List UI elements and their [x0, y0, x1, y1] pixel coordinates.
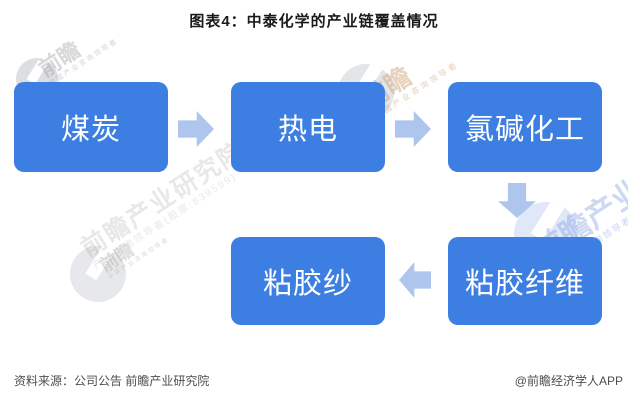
watermark-tagline-text: 中国产业咨询领导者	[107, 236, 171, 282]
watermark-logo-icon	[70, 246, 126, 302]
watermark-brand-text: 前瞻	[96, 239, 138, 277]
arrow-right-icon	[178, 111, 214, 147]
watermark-brand: 前瞻 中国产业咨询领导者	[96, 221, 172, 282]
flow-node-viscose-fiber: 粘胶纤维	[448, 237, 602, 325]
flow-node-thermal-power: 热电	[231, 82, 385, 172]
flow-node-coal: 煤炭	[14, 82, 168, 172]
arrow-right-icon	[395, 111, 431, 147]
flow-node-chlor-alkali: 氯碱化工	[448, 82, 602, 172]
app-credit: @前瞻经济学人APP	[514, 374, 623, 388]
flow-node-label: 粘胶纤维	[464, 266, 585, 300]
flow-node-viscose-yarn: 粘胶纱	[231, 237, 385, 325]
source-note: 资料来源：公司公告 前瞻产业研究院	[14, 374, 210, 388]
flow-node-label: 煤炭	[60, 112, 121, 146]
footer: 资料来源：公司公告 前瞻产业研究院 @前瞻经济学人APP	[14, 372, 623, 389]
arrow-down-icon	[498, 183, 536, 218]
arrow-left-icon	[399, 262, 431, 298]
flow-node-label: 热电	[277, 112, 338, 146]
flow-node-label: 氯碱化工	[464, 112, 585, 146]
flow-node-label: 粘胶纱	[262, 266, 353, 300]
chart-title: 图表4：中泰化学的产业链覆盖情况	[189, 13, 439, 30]
